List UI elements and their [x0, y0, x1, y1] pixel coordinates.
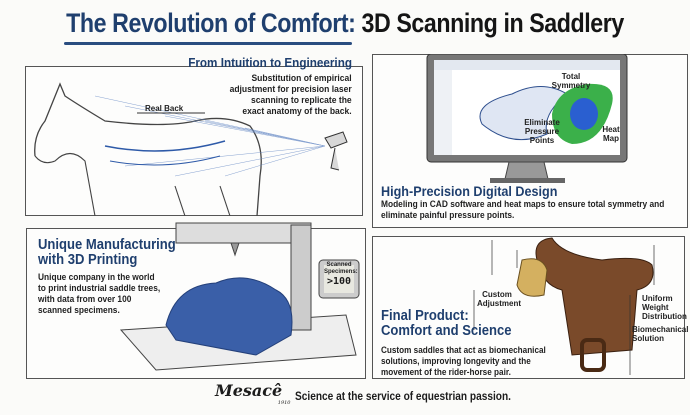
brand-logo: Mesacê 1910	[215, 381, 291, 406]
label-biomechanical: Biomechanical Solution	[632, 325, 689, 343]
design-heading: High-Precision Digital Design	[381, 183, 558, 199]
horse-scan-illustration	[34, 82, 348, 216]
title-underline	[64, 42, 352, 45]
scanning-heading: From Intuition to Engineering	[188, 55, 352, 70]
design-body: Modeling in CAD software and heat maps t…	[381, 199, 665, 221]
3d-printer-illustration	[119, 222, 360, 371]
specimen-display: Scanned Specimens: >100	[324, 262, 358, 287]
label-heat-map: Heat Map	[602, 125, 620, 143]
label-uniform-weight: Uniform Weight Distribution	[642, 294, 687, 321]
cad-monitor-illustration	[426, 54, 628, 183]
page-title: The Revolution of Comfort: 3D Scanning i…	[66, 8, 624, 38]
label-custom-adjustment: Custom Adjustment	[477, 290, 521, 308]
product-body: Custom saddles that act as biomechanical…	[381, 345, 546, 378]
panel-scanning	[25, 66, 363, 216]
saddle-illustration	[473, 237, 655, 375]
label-total-symmetry: Total Symmetry	[551, 72, 591, 90]
label-real-back: Real Back	[145, 104, 184, 113]
product-heading: Final Product:Comfort and Science	[381, 308, 512, 339]
footer-tagline: Science at the service of equestrian pas…	[295, 391, 511, 403]
label-eliminate-pressure: Eliminate Pressure Points	[524, 118, 560, 145]
